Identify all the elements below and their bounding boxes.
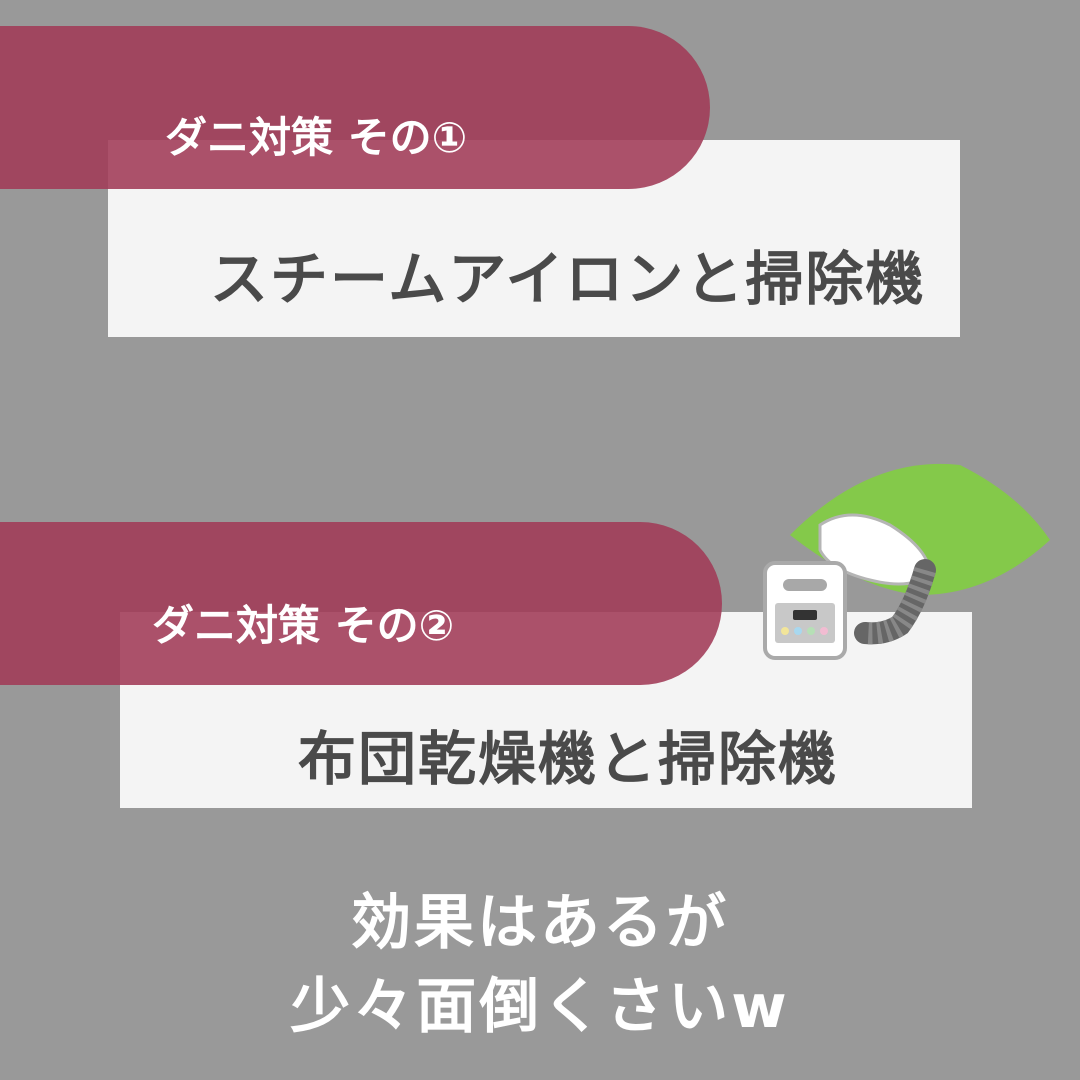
section-1-label: ダニ対策 その① [165,113,468,162]
footer-line-2: 少々面倒くさいw [290,972,790,1042]
section-1-title: スチームアイロンと掃除機 [210,245,926,313]
section-2-label: ダニ対策 その② [152,601,455,650]
section-2-title: 布団乾燥機と掃除機 [298,725,839,793]
futon-dryer-icon [763,463,1050,660]
footer-line-1: 効果はあるが [351,888,729,958]
section-2-banner [0,522,722,685]
section-1-banner [0,26,710,189]
